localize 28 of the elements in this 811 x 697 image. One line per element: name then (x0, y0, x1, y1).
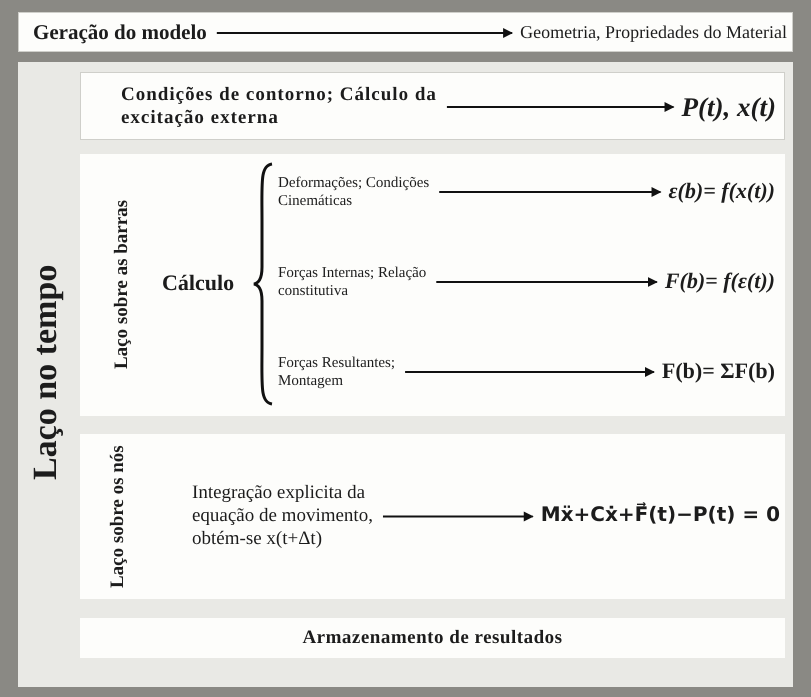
loop-panel (18, 62, 793, 687)
formula: Mẍ+Cẋ+F⃗(t)−P(t) = 0 (455, 494, 780, 534)
formula: F(b)= f(ε(t)) (535, 262, 775, 300)
header-band (18, 12, 793, 52)
arrow (446, 102, 675, 112)
arrow (382, 512, 534, 522)
loop-title: Laço sobre os nós (106, 444, 129, 589)
step-band: Armazenamento de resultados (80, 618, 785, 658)
step-label: Integração explicita da equação de movimento, obtém-se x(t+Δt) (192, 444, 392, 589)
arrow (439, 187, 662, 197)
formula: ε(b)= f(x(t)) (535, 172, 775, 210)
arrow (216, 28, 514, 38)
step-band (80, 434, 785, 599)
formula: F(b)= ΣF(b) (535, 352, 775, 390)
step-band (80, 154, 785, 416)
result-label: Geometria, Propriedades do Material (419, 17, 787, 49)
step-label: Forças Internas; Relação constitutiva (278, 256, 448, 308)
step-label: Condições de contorno; Cálculo da excitação externa (121, 79, 461, 135)
step-band (80, 72, 785, 140)
step-label: Deformações; Condições Cinemáticas (278, 166, 478, 218)
step-label: Geração do modelo (33, 17, 283, 49)
arrow (405, 367, 655, 377)
step-label: Forças Resultantes; Montagem (278, 346, 448, 398)
loop-title: Laço sobre as barras (110, 198, 133, 371)
arrow (436, 277, 658, 287)
formula: P(t), x(t) (626, 83, 776, 131)
step-label: Cálculo (162, 266, 250, 300)
loop-title: Laço no tempo (26, 263, 65, 482)
